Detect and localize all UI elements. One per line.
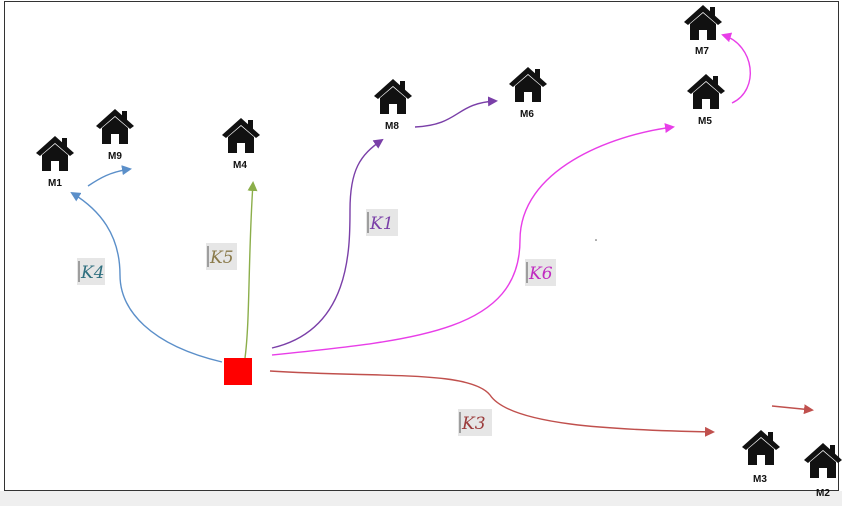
route-k3-arrow [269,370,715,437]
diagram-frame [4,1,839,491]
m5-m7-arrow [721,32,751,104]
house-m6: M6 [509,67,547,120]
house-m4: M4 [222,118,260,171]
route-label-k3-text: K3 [461,414,486,434]
stray-dot [595,239,597,241]
m1-m9-arrow [87,165,132,187]
route-label-k4-text: K4 [80,263,105,283]
house-label-m6: M6 [520,109,534,120]
route-label-k6-text: K6 [528,264,553,284]
house-label-m5: M5 [698,116,712,127]
house-m8: M8 [374,79,412,132]
house-label-m7: M7 [695,46,709,57]
house-m3: M3 [742,430,780,485]
house-icon [374,79,412,114]
house-icon [687,74,725,109]
route-label-k4: K4 [77,258,105,285]
house-m1: M1 [36,136,74,189]
house-m7: M7 [684,5,722,57]
house-label-m3: M3 [753,474,767,485]
house-label-m8: M8 [385,121,399,132]
house-icon [684,5,722,40]
house-label-m9: M9 [108,151,122,162]
bottom-strip [0,491,842,506]
house-m9: M9 [96,109,134,162]
route-label-k5-text: K5 [209,248,234,268]
route-k4-arrow [70,191,223,363]
route-k5-arrow [244,181,258,359]
house-icon [36,136,74,171]
route-label-k1: K1 [366,209,398,236]
route-k6-arrow [271,123,675,356]
route-label-k6: K6 [525,259,556,286]
house-icon [742,430,780,465]
house-m2: M2 [804,443,842,499]
m3-m2-arrow [771,404,814,415]
route-label-k3: K3 [458,409,492,436]
route-label-k1-text: K1 [369,214,394,234]
house-label-m2: M2 [816,488,830,499]
house-m5: M5 [687,74,725,127]
route-k1-arrow [271,138,384,349]
house-label-m4: M4 [233,160,247,171]
house-icon [222,118,260,153]
m8-m6-arrow [414,96,498,128]
route-label-k5: K5 [206,243,237,270]
house-icon [96,109,134,144]
house-icon [804,443,842,478]
depot-square [224,358,252,385]
house-icon [509,67,547,102]
house-label-m1: M1 [48,178,62,189]
